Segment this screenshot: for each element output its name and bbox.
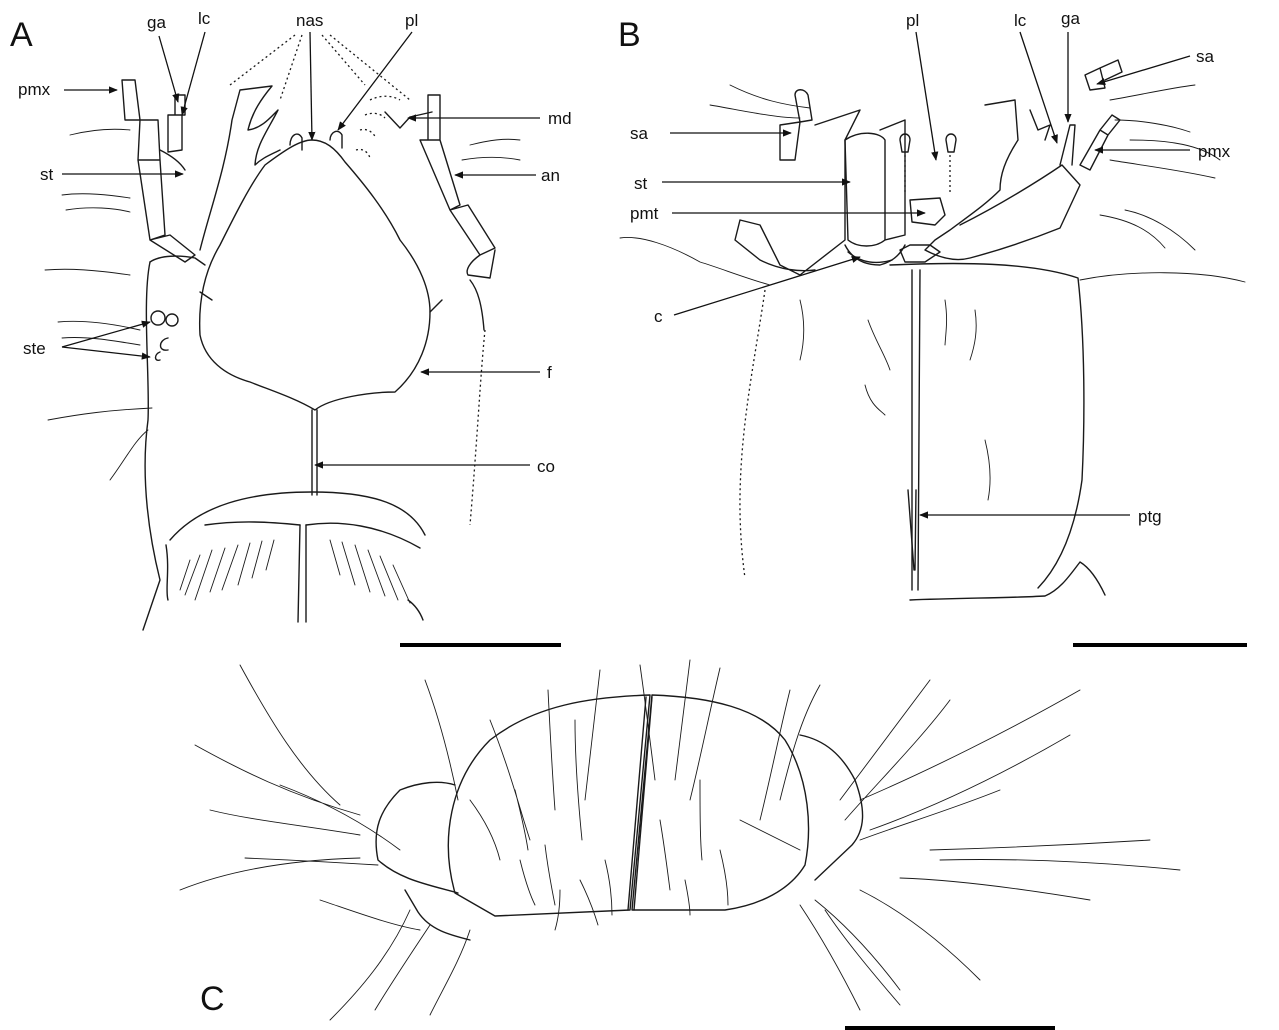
- label-pmx-b: pmx: [1198, 142, 1231, 161]
- labels-a: ga lc nas pl pmx md st an ste f co: [18, 9, 572, 476]
- label-pmt: pmt: [630, 204, 659, 223]
- labels-b: pl lc ga sa sa pmx st pmt c ptg: [630, 9, 1231, 526]
- label-f: f: [547, 363, 552, 382]
- label-co: co: [537, 457, 555, 476]
- label-ptg: ptg: [1138, 507, 1162, 526]
- label-ga-a: ga: [147, 13, 166, 32]
- head-capsule-a: [45, 80, 520, 630]
- label-st-b: st: [634, 174, 648, 193]
- label-sa-b-left: sa: [630, 124, 649, 143]
- label-nas: nas: [296, 11, 323, 30]
- stipes-left: [845, 133, 885, 246]
- panel-b: B: [618, 9, 1247, 645]
- mandible-b-left: [735, 110, 860, 275]
- label-ga-b: ga: [1061, 9, 1080, 28]
- leader-lines-a: [62, 32, 540, 465]
- mandible-b-right: [925, 100, 1080, 260]
- panel-c-letter: C: [200, 980, 225, 1018]
- label-pmx-a: pmx: [18, 80, 51, 99]
- mandible-left: [200, 86, 280, 250]
- label-lc-a: lc: [198, 9, 211, 28]
- stemmata: [151, 311, 178, 360]
- label-pl-a: pl: [405, 11, 418, 30]
- coronal-suture: [312, 410, 317, 495]
- leader-lines-b: [662, 32, 1190, 515]
- maxillary-palp-b: [1085, 60, 1122, 90]
- segment-plate-c: [180, 660, 1180, 1020]
- prementum: [910, 198, 945, 225]
- frons: [200, 140, 430, 410]
- label-ste: ste: [23, 339, 46, 358]
- panel-b-letter: B: [618, 16, 641, 54]
- panel-c: C: [180, 660, 1180, 1028]
- tergite-left: [448, 695, 650, 916]
- panel-a-letter: A: [10, 16, 33, 54]
- label-c: c: [654, 307, 663, 326]
- panel-a: A: [10, 9, 572, 645]
- label-md: md: [548, 109, 572, 128]
- label-pl-b: pl: [906, 11, 919, 30]
- antenna: [420, 95, 495, 278]
- label-lc-b: lc: [1014, 11, 1027, 30]
- label-an: an: [541, 166, 560, 185]
- label-st-a: st: [40, 165, 54, 184]
- tergite-right: [632, 695, 808, 910]
- label-sa-b-right: sa: [1196, 47, 1215, 66]
